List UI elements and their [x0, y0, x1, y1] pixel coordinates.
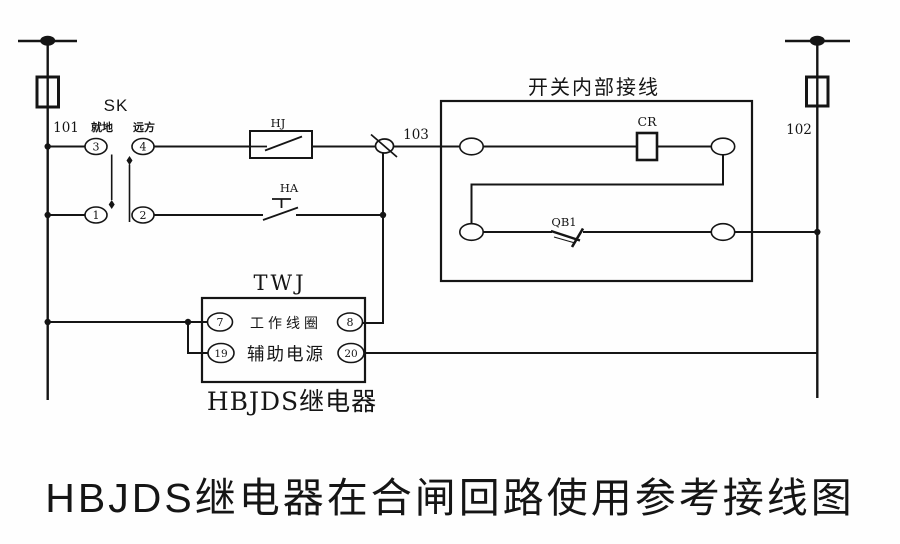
sk-label: SK	[104, 96, 129, 115]
bus-left-label: 101	[53, 120, 79, 136]
sk-contact-3	[84, 137, 108, 156]
node-103-connector	[370, 133, 398, 158]
twj-terminal-19	[207, 342, 235, 364]
junction-dot	[44, 143, 51, 150]
twj-aux-label: 辅助电源	[247, 344, 325, 364]
sk-contact-4-number: 4	[140, 141, 147, 154]
junction-dots	[44, 143, 821, 326]
qb1-cross-tick	[570, 227, 585, 248]
twj-terminal-19-number: 19	[214, 348, 227, 360]
sk-contact-1	[84, 206, 108, 224]
junction-dot	[184, 318, 192, 326]
ha-contact-blade	[262, 206, 299, 221]
twj-caption: HBJDS继电器	[207, 387, 377, 416]
hj-contact-box	[249, 130, 313, 159]
node-103-label: 103	[403, 127, 429, 143]
fuse-right	[805, 75, 830, 108]
bus-left-terminal	[40, 35, 56, 46]
junction-dot	[814, 228, 821, 236]
fuse-left	[35, 75, 60, 109]
switch-box-title: 开关内部接线	[528, 76, 660, 99]
junction-dot	[379, 211, 387, 219]
cr-coil	[635, 131, 659, 162]
sk-contact-1-number: 1	[93, 209, 100, 222]
twj-title: TWJ	[253, 271, 306, 295]
switch-internal-box: 开关内部接线 CR QB1	[439, 76, 754, 283]
twj-terminal-20	[337, 342, 365, 364]
sk-contact-4	[131, 137, 155, 156]
bus-right-terminal	[809, 35, 825, 46]
qb1-blade	[550, 229, 581, 242]
qb1-blade-underline	[553, 236, 576, 244]
twj-terminal-20-number: 20	[344, 348, 357, 360]
box-terminal-top-left	[458, 137, 484, 156]
sk-contact-2-number: 2	[140, 209, 147, 222]
hj-contact-blade	[264, 135, 303, 152]
bus-left	[18, 39, 77, 400]
bus-right-label: 102	[786, 122, 812, 138]
box-terminal-bottom-left	[458, 222, 484, 242]
wire-feed-19	[187, 322, 208, 354]
twj-terminal-7	[206, 312, 234, 332]
twj-terminal-8-number: 8	[347, 316, 354, 329]
wire-node103-drop	[362, 152, 384, 324]
wires	[18, 39, 850, 400]
diagram-caption: HBJDS继电器在合闸回路使用参考接线图	[45, 475, 854, 521]
twj-terminal-7-number: 7	[217, 316, 224, 329]
ha-pushbutton: HA	[262, 181, 299, 221]
cr-label: CR	[638, 114, 658, 129]
node-103-slash	[370, 133, 398, 158]
sk-contact-3-number: 3	[93, 141, 100, 154]
hj-label: HJ	[271, 116, 286, 130]
sk-switch: SK 就地 远方 3 4 1 2	[84, 96, 155, 224]
sk-actuator-remote-tip	[126, 156, 133, 165]
hj-contact: HJ	[249, 116, 313, 159]
twj-relay-box: TWJ 7 工作线圈 8 19 辅助电源 20 HBJDS继电器	[200, 271, 377, 416]
switch-box-outline	[439, 99, 754, 283]
junction-dot	[44, 318, 51, 326]
sk-pos-local-label: 就地	[91, 120, 113, 134]
qb1-label: QB1	[551, 215, 576, 229]
bus-right	[785, 39, 850, 398]
sk-actuator-local-tip	[108, 200, 115, 209]
sk-pos-remote-label: 远方	[133, 120, 155, 134]
ha-label: HA	[280, 181, 299, 195]
wire-box-return	[470, 154, 724, 224]
twj-terminal-8	[336, 312, 364, 332]
twj-outline	[200, 296, 367, 384]
sk-contact-2	[131, 206, 155, 224]
junction-dot	[44, 211, 51, 219]
box-terminal-top-right	[710, 137, 736, 156]
twj-coil-label: 工作线圈	[250, 315, 322, 331]
box-terminal-bottom-right	[710, 222, 736, 242]
